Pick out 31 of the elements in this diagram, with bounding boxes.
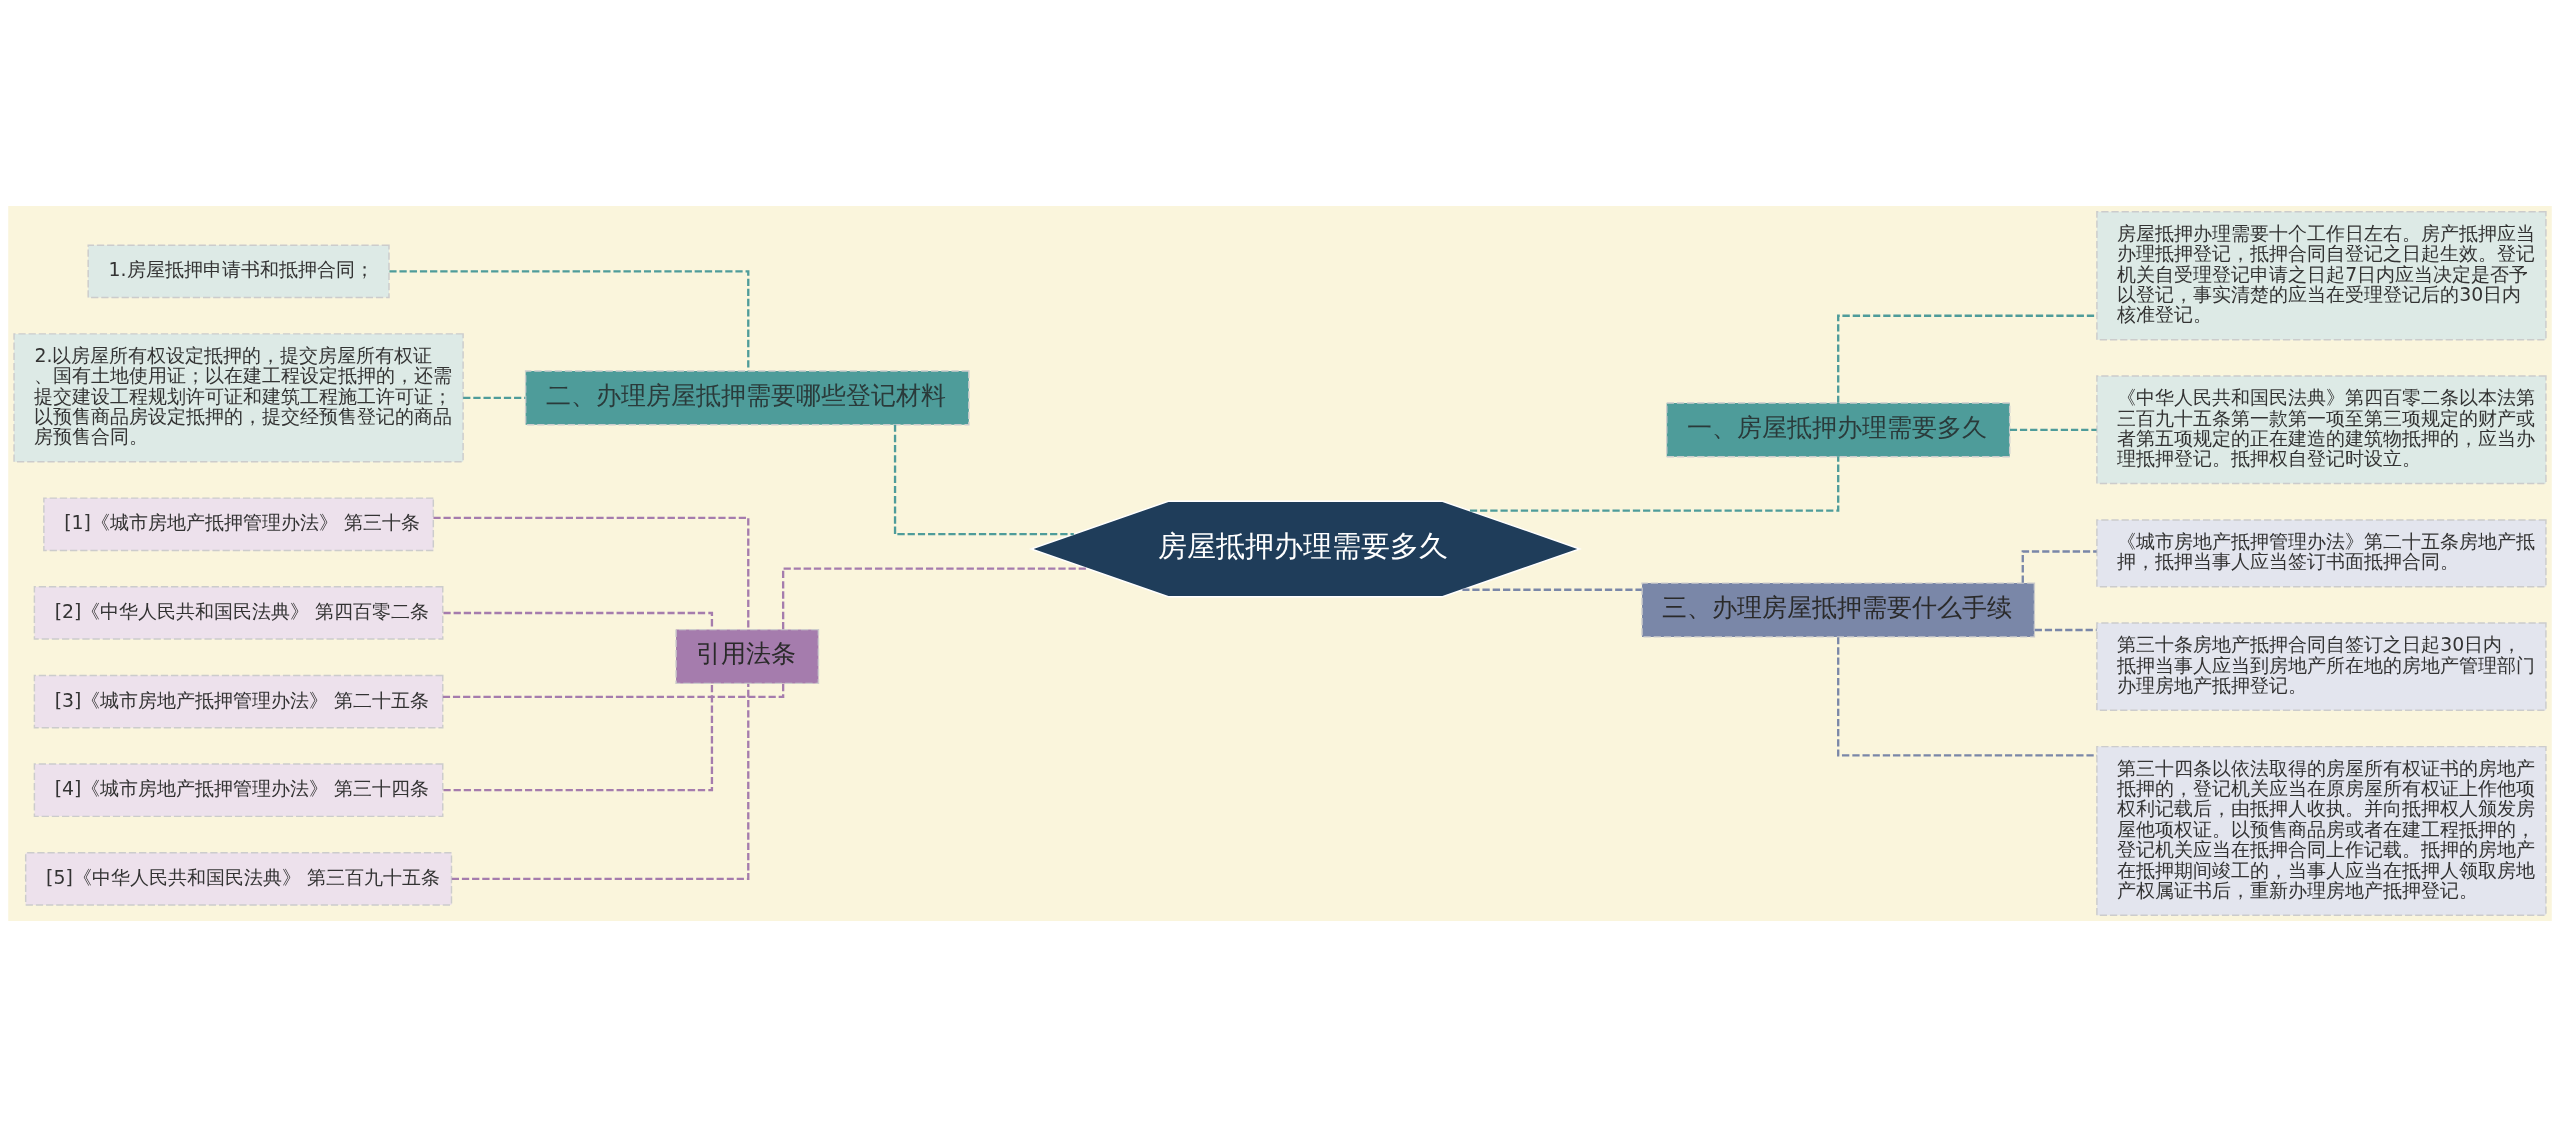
connector [433, 516, 750, 630]
node-box: [4]《城市房地产抵押管理办法》 第三十四条 [33, 763, 444, 818]
connector [442, 683, 785, 698]
node-box: 1.房屋抵押申请书和抵押合同； [87, 244, 390, 299]
node-box: [3]《城市房地产抵押管理办法》 第二十五条 [33, 674, 444, 729]
node-box: 引用法条 [675, 628, 820, 685]
node-box: 房屋抵押办理需要十个工作日左右。房产抵押应当办理抵押登记，抵押合同自登记之日起生效。登记机关自受理登记申请之日起7日内应当决定是否予以登记，事实清楚的应当在受理登记后的30日内核准登记。 [2096, 211, 2547, 341]
connector [782, 567, 1088, 630]
connector [1470, 456, 1840, 512]
connector [1462, 588, 1642, 591]
node-box: 第三十条房地产抵押合同自签订之日起30日内，抵押当事人应当到房地产所在地的房地产管理部门办理房地产抵押登记。 [2096, 622, 2547, 711]
connector [893, 424, 1074, 536]
node-box: 三、办理房屋抵押需要什么手续 [1641, 582, 2036, 638]
node-box: [2]《中华人民共和国民法典》 第四百零二条 [33, 586, 444, 640]
connector [463, 396, 526, 399]
node-box: [1]《城市房地产抵押管理办法》 第三十条 [43, 497, 435, 552]
connector [443, 683, 714, 792]
connector [2009, 428, 2097, 431]
node-box: 《中华人民共和国民法典》第四百零二条以本法第三百九十五条第一款第一项至第三项规定的财产或者第五项规定的正在建造的建筑物抵押的，应当办理抵押登记。抵押权自登记时设立。 [2096, 375, 2547, 485]
connector [451, 683, 750, 881]
connector [1837, 637, 2097, 757]
node-box: 2.以房屋所有权设定抵押的，提交房屋所有权证、国有土地使用证；以在建工程设定抵押的，还需提交建设工程规划许可证和建筑工程施工许可证；以预售商品房设定抵押的，提交经预售登记的商品房预售合同。 [13, 333, 464, 463]
connector [1837, 314, 2097, 403]
connector [2034, 628, 2097, 632]
connector [2021, 550, 2097, 583]
node-box: 第三十四条以依法取得的房屋所有权证书的房地产抵押的，登记机关应当在原房屋所有权证上作他项权利记载后，由抵押人收执。并向抵押权人颁发房屋他项权证。以预售商品房或者在建工程抵押的，登记机关应当在抵押合同上作记载。抵押的房地产在抵押期间竣工的，当事人应当在抵押人领取房地产权属证书后，重新办理房地产抵押登记。 [2096, 745, 2547, 916]
node-box: 《城市房地产抵押管理办法》第二十五条房地产抵押，抵押当事人应当签订书面抵押合同。 [2096, 519, 2547, 588]
connector [389, 270, 750, 371]
node-box: [5]《中华人民共和国民法典》 第三百九十五条 [24, 851, 453, 906]
node-box: 二、办理房屋抵押需要哪些登记材料 [524, 370, 970, 426]
node-box: 一、房屋抵押办理需要多久 [1666, 402, 2011, 458]
